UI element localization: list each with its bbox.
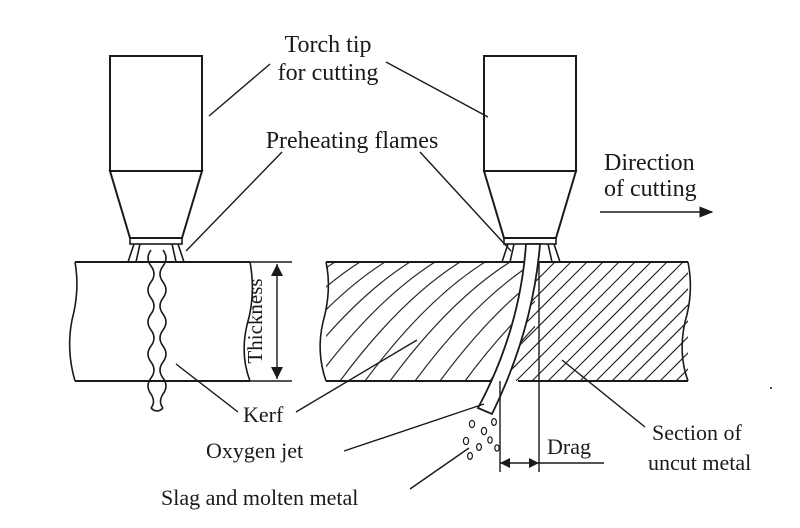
oxygen-jet [476, 243, 541, 416]
left-kerf [147, 249, 167, 412]
kerf-label: Kerf [243, 402, 284, 427]
cut-face-hatching [326, 262, 535, 381]
oxygen-jet-label: Oxygen jet [206, 438, 303, 463]
slag-label: Slag and molten metal [161, 485, 358, 510]
oxygen-jet-callout: Oxygen jet [206, 403, 485, 463]
slag-droplets [462, 418, 500, 461]
left-torch-tip [108, 55, 204, 245]
drag-label: Drag [547, 434, 591, 459]
right-workpiece-outline [319, 261, 692, 382]
torch-tip-label-line2: for cutting [278, 60, 379, 86]
left-workpiece [68, 261, 254, 382]
uncut-metal-hatching [500, 262, 688, 381]
direction-label-line2: of cutting [604, 176, 697, 202]
kerf-callout: Kerf [175, 339, 418, 427]
section-label-line1: Section of [652, 420, 742, 445]
end-view: Thickness [68, 55, 292, 412]
torch-tip-callout: Torch tip for cutting [208, 32, 489, 118]
torch-tip-label-line1: Torch tip [285, 32, 372, 58]
speck [770, 387, 772, 389]
right-torch-tip [482, 55, 578, 245]
preheating-flames-callout: Preheating flames [185, 128, 512, 252]
section-label-line2: uncut metal [648, 450, 751, 475]
preheating-flames-label: Preheating flames [266, 128, 439, 154]
thickness-dimension: Thickness [243, 261, 292, 382]
side-view: Drag [319, 55, 692, 472]
left-preheating-flames [127, 243, 185, 263]
slag-callout: Slag and molten metal [161, 447, 470, 510]
thickness-label: Thickness [243, 278, 267, 363]
direction-label-line1: Direction [604, 150, 695, 176]
drag-dimension: Drag [499, 262, 604, 472]
section-callout: Section of uncut metal [561, 359, 751, 475]
direction-callout: Direction of cutting [600, 150, 714, 218]
